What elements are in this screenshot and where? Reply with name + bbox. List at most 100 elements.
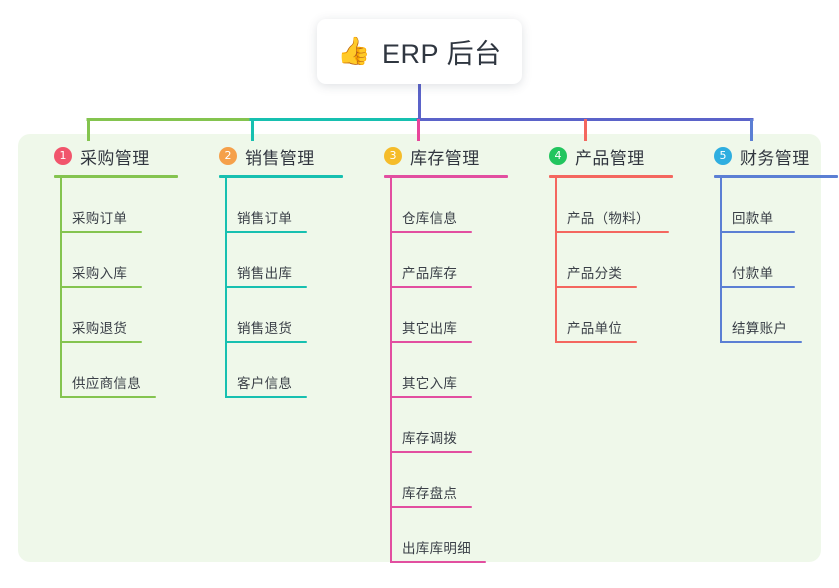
branch-column-inventory: 3 库存管理 仓库信息 产品库存 其它出库 其它 [362,134,527,563]
branch-column-sales: 2 销售管理 销售订单 销售出库 销售退货 客户 [197,134,362,562]
leaf-underline [555,231,669,233]
leaf-node[interactable]: 供应商信息 [32,343,197,398]
leaf-underline [390,506,472,508]
branch-badge-3: 3 [384,147,402,165]
leaf-spine-purchasing [60,178,62,398]
branch-badge-1: 1 [54,147,72,165]
branch-underline-inventory [384,175,508,178]
leaf-node[interactable]: 销售退货 [197,288,362,343]
leaf-node[interactable]: 产品库存 [362,233,527,288]
leaf-underline [390,231,472,233]
leaf-label: 销售订单 [237,211,293,226]
leaf-underline [60,286,142,288]
branch-title-purchasing: 采购管理 [80,148,150,168]
diagram-panel [18,134,821,562]
leaf-node[interactable]: 付款单 [692,233,839,288]
leaf-underline [720,286,795,288]
branch-column-purchasing: 1 采购管理 采购订单 采购入库 采购退货 供应 [32,134,197,562]
leaf-node[interactable]: 其它出库 [362,288,527,343]
leaf-label: 库存盘点 [402,486,458,501]
leaf-node[interactable]: 采购退货 [32,288,197,343]
leaf-label: 采购订单 [72,211,128,226]
branch-title-inventory: 库存管理 [410,148,480,168]
branch-header-purchasing[interactable]: 1 采购管理 [32,134,197,178]
leaf-label: 客户信息 [237,376,293,391]
leaf-node[interactable]: 产品分类 [527,233,692,288]
branch-header-inventory[interactable]: 3 库存管理 [362,134,527,178]
leaf-node[interactable]: 结算账户 [692,288,839,343]
leaf-underline [390,561,486,563]
leaf-label: 其它入库 [402,376,458,391]
leaf-node[interactable]: 出库库明细 [362,508,527,563]
root-node-card[interactable]: 👍 ERP 后台 [317,19,522,84]
leaf-node[interactable]: 采购入库 [32,233,197,288]
leaf-node[interactable]: 其它入库 [362,343,527,398]
leaf-spine-inventory [390,178,392,563]
leaf-list-purchasing: 采购订单 采购入库 采购退货 供应商信息 [32,178,197,398]
branch-header-product[interactable]: 4 产品管理 [527,134,692,178]
leaf-node[interactable]: 销售订单 [197,178,362,233]
leaf-label: 销售出库 [237,266,293,281]
branch-column-product: 4 产品管理 产品（物料） 产品分类 产品单位 [527,134,692,562]
leaf-node[interactable]: 采购订单 [32,178,197,233]
thumbs-up-icon: 👍 [337,36,372,67]
branch-underline-sales [219,175,343,178]
leaf-label: 产品（物料） [567,211,650,226]
leaf-underline [60,396,156,398]
leaf-label: 结算账户 [732,321,788,336]
leaf-label: 采购退货 [72,321,128,336]
leaf-list-product: 产品（物料） 产品分类 产品单位 [527,178,692,343]
leaf-node[interactable]: 仓库信息 [362,178,527,233]
leaf-label: 供应商信息 [72,376,141,391]
leaf-underline [60,341,142,343]
leaf-label: 库存调拨 [402,431,458,446]
branch-column-finance: 5 财务管理 回款单 付款单 结算账户 [692,134,839,562]
leaf-label: 产品分类 [567,266,623,281]
leaf-node[interactable]: 客户信息 [197,343,362,398]
leaf-spine-finance [720,178,722,343]
branch-header-finance[interactable]: 5 财务管理 [692,134,839,178]
root-node-label: ERP 后台 [382,39,502,69]
leaf-node[interactable]: 产品（物料） [527,178,692,233]
leaf-underline [720,231,795,233]
leaf-underline [60,231,142,233]
branch-badge-5: 5 [714,147,732,165]
branch-title-product: 产品管理 [575,148,645,168]
leaf-underline [225,286,307,288]
leaf-label: 采购入库 [72,266,128,281]
leaf-node[interactable]: 库存调拨 [362,398,527,453]
branch-underline-purchasing [54,175,178,178]
leaf-label: 销售退货 [237,321,293,336]
leaf-underline [390,451,472,453]
branch-badge-2: 2 [219,147,237,165]
leaf-underline [390,286,472,288]
leaf-label: 产品库存 [402,266,458,281]
leaf-node[interactable]: 回款单 [692,178,839,233]
leaf-node[interactable]: 库存盘点 [362,453,527,508]
leaf-underline [555,286,637,288]
leaf-label: 回款单 [732,211,774,226]
column-container: 1 采购管理 采购订单 采购入库 采购退货 供应 [18,134,838,563]
leaf-node[interactable]: 销售出库 [197,233,362,288]
branch-header-sales[interactable]: 2 销售管理 [197,134,362,178]
leaf-list-sales: 销售订单 销售出库 销售退货 客户信息 [197,178,362,398]
branch-title-finance: 财务管理 [740,148,810,168]
leaf-underline [555,341,637,343]
leaf-list-inventory: 仓库信息 产品库存 其它出库 其它入库 库存调拨 [362,178,527,563]
leaf-list-finance: 回款单 付款单 结算账户 [692,178,839,343]
branch-underline-finance [714,175,838,178]
leaf-label: 仓库信息 [402,211,458,226]
branch-badge-4: 4 [549,147,567,165]
leaf-underline [720,341,802,343]
leaf-label: 其它出库 [402,321,458,336]
leaf-underline [390,341,472,343]
leaf-label: 产品单位 [567,321,623,336]
leaf-underline [225,396,307,398]
leaf-node[interactable]: 产品单位 [527,288,692,343]
leaf-label: 出库库明细 [402,541,471,556]
branch-underline-product [549,175,673,178]
leaf-label: 付款单 [732,266,774,281]
leaf-underline [225,231,307,233]
leaf-spine-product [555,178,557,343]
